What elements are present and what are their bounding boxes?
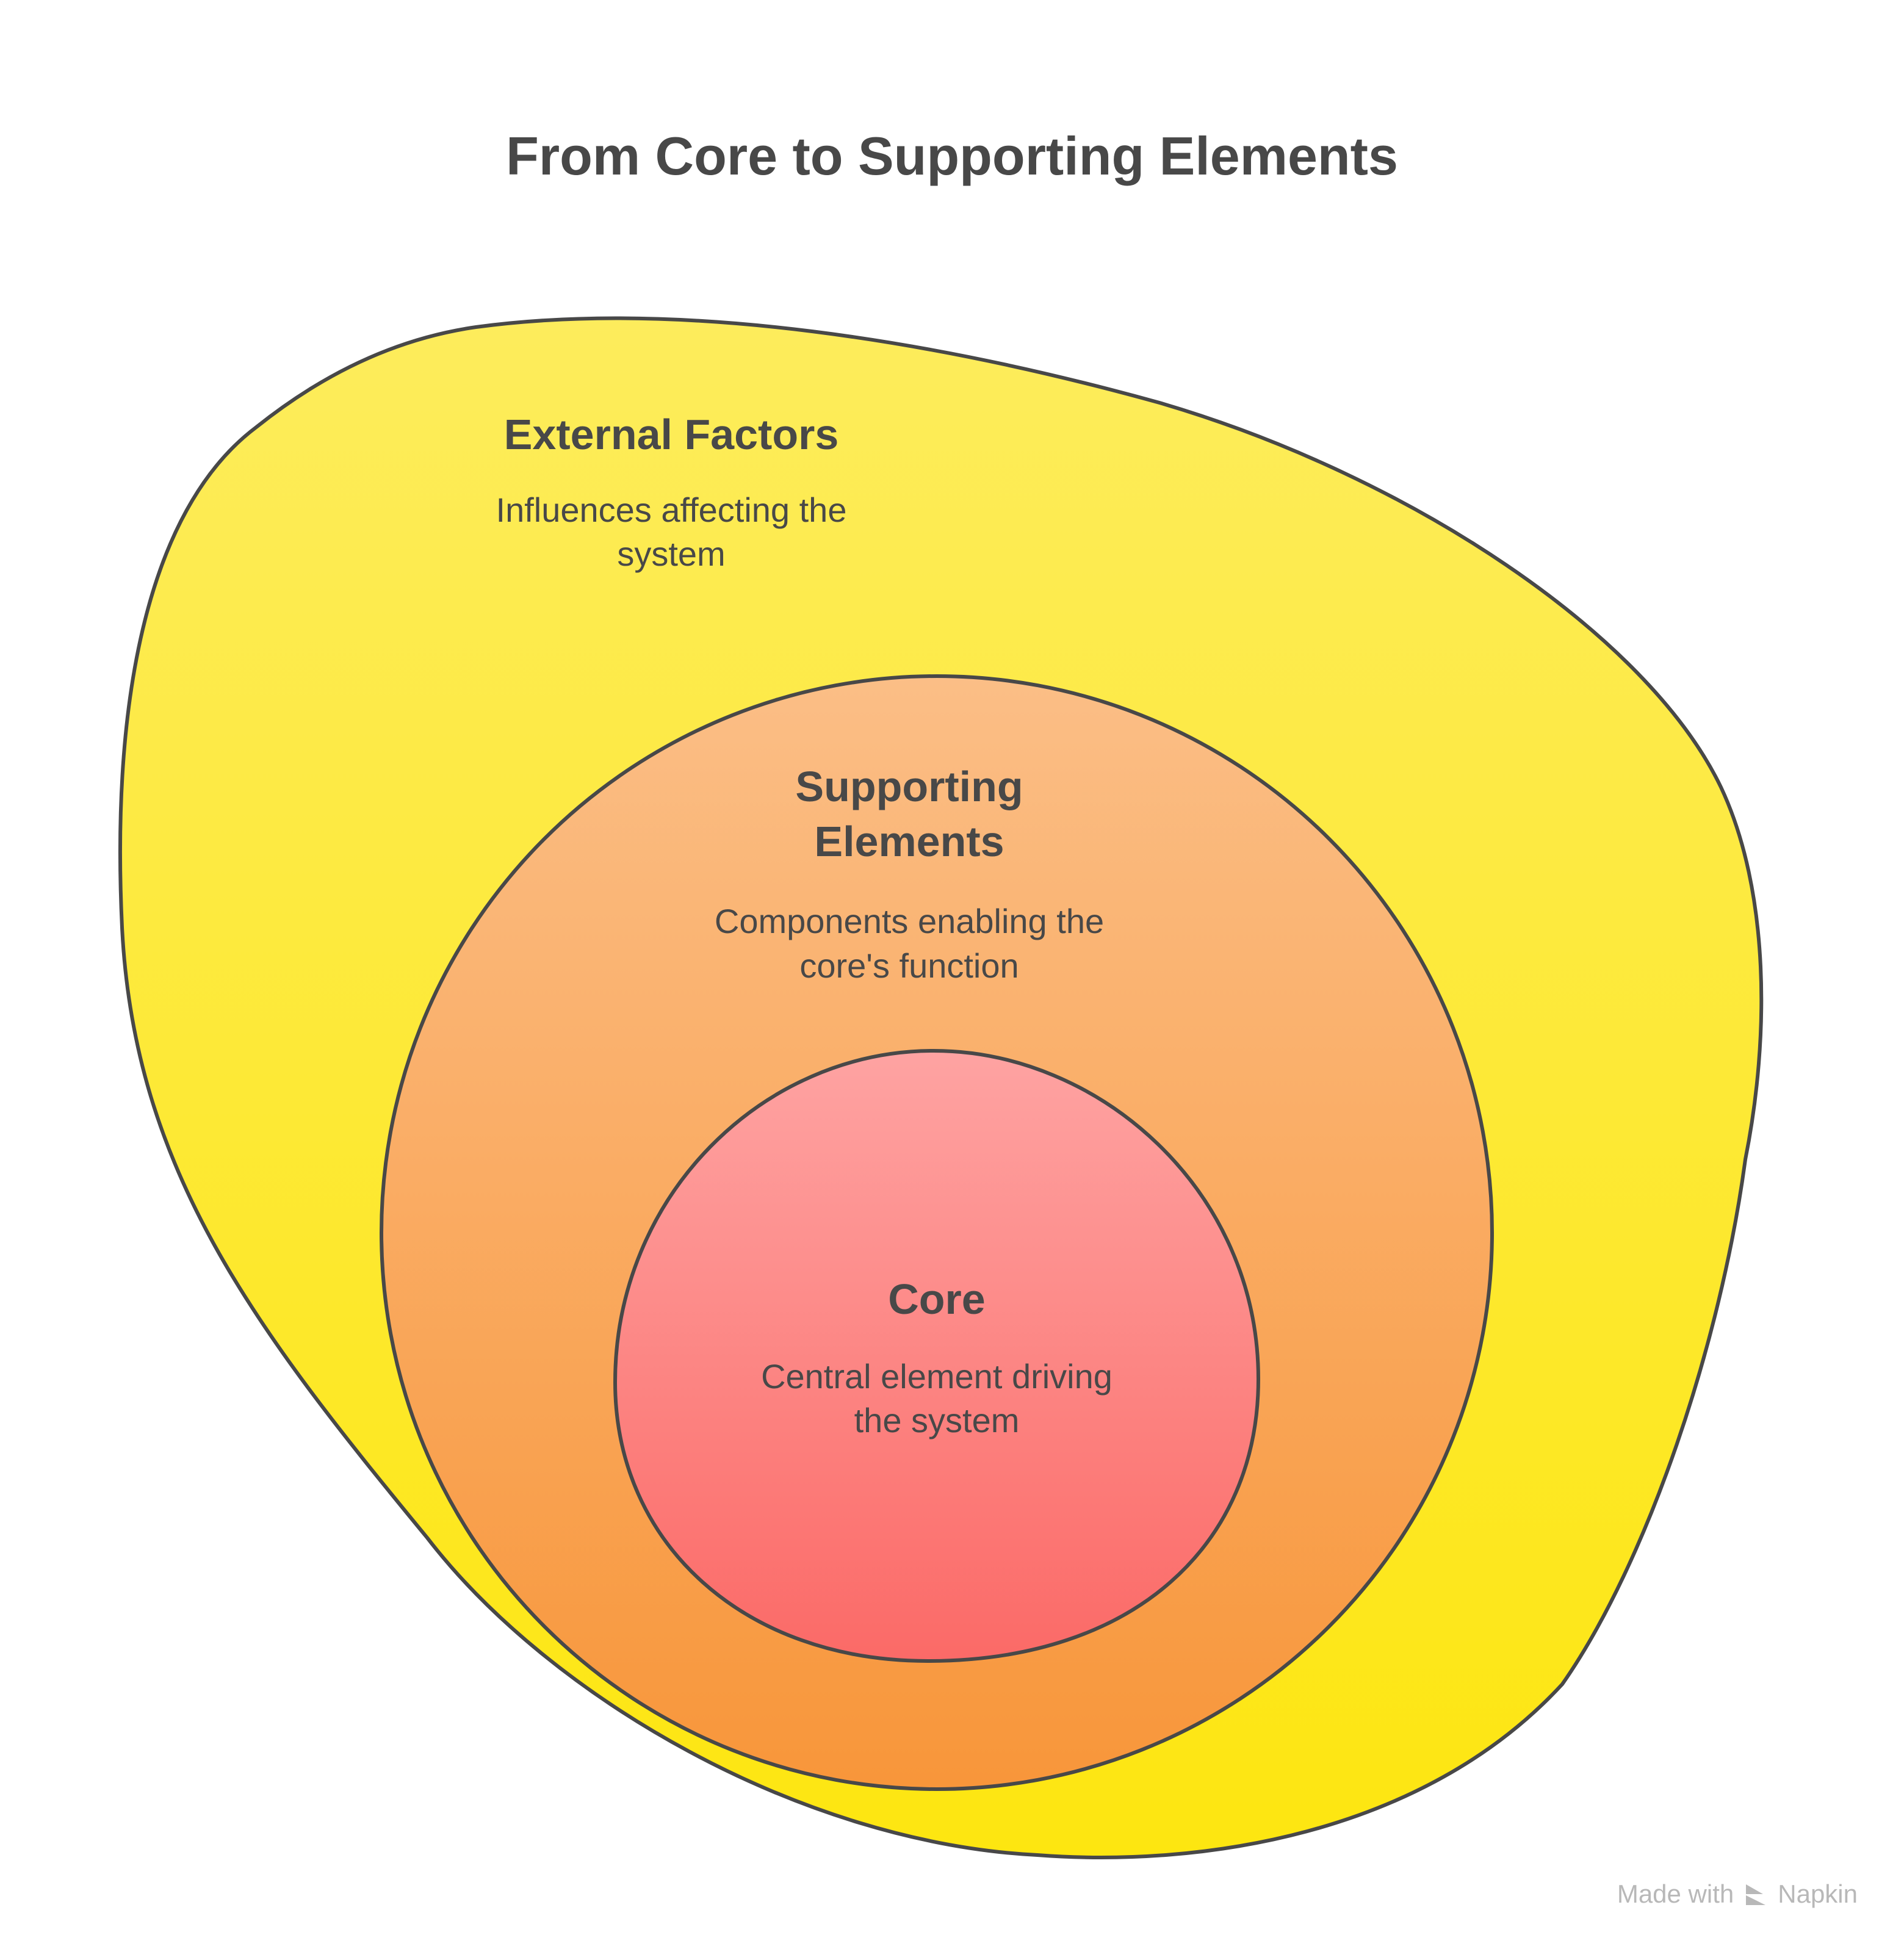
supporting-elements-label: Supporting Elements Components enabling … <box>647 760 1172 989</box>
external-factors-description: Influences affecting the system <box>427 488 915 577</box>
supporting-elements-description: Components enabling the core's function <box>647 899 1172 989</box>
supporting-elements-heading-line-2: Elements <box>814 817 1004 865</box>
core-description-line-2: the system <box>854 1401 1020 1440</box>
watermark-brand: Napkin <box>1778 1879 1858 1908</box>
supporting-elements-description-line-2: core's function <box>799 946 1019 985</box>
core-heading: Core <box>888 1275 986 1323</box>
core-description: Central element driving the system <box>693 1355 1181 1444</box>
supporting-elements-description-line-1: Components enabling the <box>714 902 1105 941</box>
external-factors-heading: External Factors <box>503 411 839 458</box>
watermark-prefix: Made with <box>1617 1879 1734 1908</box>
made-with-napkin-watermark: Made with Napkin <box>1617 1879 1858 1909</box>
external-factors-description-line-1: Influences affecting the <box>496 490 847 529</box>
napkin-logo-icon <box>1746 1884 1766 1905</box>
supporting-elements-heading: Supporting Elements <box>647 760 1172 869</box>
core-label: Core Central element driving the system <box>693 1272 1181 1443</box>
supporting-elements-heading-line-1: Supporting <box>795 763 1023 810</box>
external-factors-description-line-2: system <box>617 535 726 574</box>
diagram-title: From Core to Supporting Elements <box>506 126 1398 186</box>
external-factors-label: External Factors Influences affecting th… <box>427 408 915 577</box>
core-description-line-1: Central element driving <box>761 1357 1112 1396</box>
core-layer <box>613 1048 1261 1663</box>
